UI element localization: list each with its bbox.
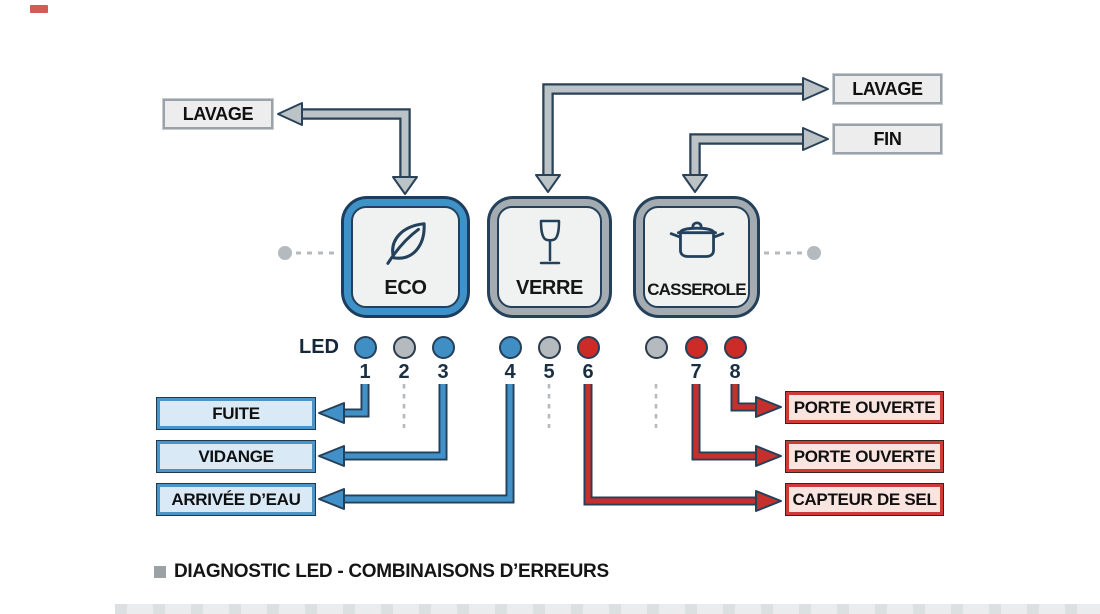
led-row-caption: LED: [299, 336, 339, 358]
button-eco[interactable]: ECO: [341, 196, 470, 318]
led-number: 3: [437, 361, 449, 383]
error-box-fuite: FUITE: [157, 398, 315, 429]
led-number: 7: [690, 361, 702, 383]
label-fin-text: FIN: [873, 128, 902, 149]
led-dot: [353, 336, 377, 359]
bottom-timeline-bar: [115, 604, 1100, 614]
label-lavage-left-text: LAVAGE: [182, 103, 254, 124]
red-error-connectors: [583, 384, 782, 512]
top-left-red-marker: [30, 5, 48, 13]
led-dot: [498, 336, 522, 359]
led-dot: [431, 336, 455, 359]
error-arrivee-eau-text: ARRIVÉE D’EAU: [171, 489, 301, 509]
led-dot: [537, 336, 561, 359]
led-number: 4: [504, 361, 516, 383]
error-box-vidange: VIDANGE: [157, 441, 315, 472]
error-porte-ouverte-2-text: PORTE OUVERTE: [793, 446, 936, 466]
led-slot-3: 3: [431, 336, 455, 384]
led-slot-2: 2: [392, 336, 416, 384]
label-lavage-right-text: LAVAGE: [852, 78, 923, 99]
button-casserole-label: CASSEROLE: [647, 280, 746, 299]
led-dot: [392, 336, 416, 359]
led-number: 2: [398, 361, 410, 383]
error-vidange-text: VIDANGE: [198, 446, 274, 466]
led-number: 6: [582, 361, 594, 383]
leaf-icon: [385, 222, 426, 265]
button-eco-face: ECO: [351, 206, 460, 308]
led-dot: [684, 336, 708, 359]
led-slot-6: 6: [576, 336, 600, 384]
led-number: 1: [359, 361, 371, 383]
error-fuite-text: FUITE: [212, 403, 260, 423]
error-box-capteur-de-sel: CAPTEUR DE SEL: [786, 484, 943, 515]
error-porte-ouverte-1-text: PORTE OUVERTE: [793, 397, 936, 417]
led-slot-8: 7: [684, 336, 708, 384]
diagram-caption: DIAGNOSTIC LED - COMBINAISONS D’ERREURS: [154, 561, 609, 583]
pot-icon: [669, 221, 724, 258]
button-verre[interactable]: VERRE: [487, 196, 612, 318]
led-slot-1: 1: [353, 336, 377, 384]
button-verre-label: VERRE: [516, 277, 583, 299]
blue-error-connectors: [318, 384, 515, 510]
led-slot-4: 4: [498, 336, 522, 384]
button-casserole-face: CASSEROLE: [643, 206, 750, 308]
error-box-porte-ouverte-2: PORTE OUVERTE: [786, 441, 943, 472]
button-verre-face: VERRE: [497, 206, 602, 308]
inactive-led-stubs: [402, 384, 658, 428]
wine-glass-icon: [539, 219, 560, 265]
program-arrows: [277, 77, 829, 195]
led-dot: [723, 336, 747, 359]
button-casserole[interactable]: CASSEROLE: [633, 196, 760, 318]
led-number: 5: [543, 361, 555, 383]
led-number: 8: [729, 361, 741, 383]
led-dot: [644, 336, 668, 359]
led-slot-5: 5: [537, 336, 561, 384]
led-slot-7: [644, 336, 668, 361]
caption-text: DIAGNOSTIC LED - COMBINAISONS D’ERREURS: [174, 561, 609, 582]
error-box-porte-ouverte-1: PORTE OUVERTE: [786, 392, 943, 423]
caption-bullet-icon: [154, 566, 166, 578]
led-slot-9: 8: [723, 336, 747, 384]
button-eco-label: ECO: [384, 277, 427, 299]
error-capteur-de-sel-text: CAPTEUR DE SEL: [792, 489, 937, 509]
label-lavage-right: LAVAGE: [833, 74, 942, 104]
label-fin: FIN: [833, 124, 942, 154]
led-dot: [576, 336, 600, 359]
error-box-arrivee-eau: ARRIVÉE D’EAU: [157, 484, 315, 515]
label-lavage-left: LAVAGE: [163, 99, 273, 129]
